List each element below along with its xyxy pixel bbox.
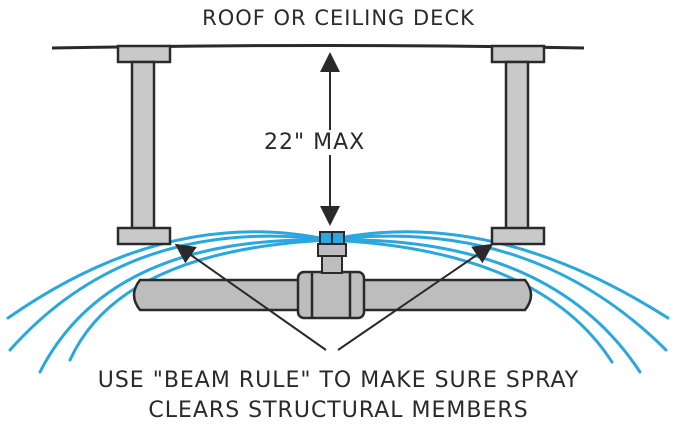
right-beam (490, 44, 546, 246)
deck-label: ROOF OR CEILING DECK (202, 6, 475, 30)
left-beam (116, 44, 172, 246)
sprinkler-head (317, 231, 347, 274)
caption-line-2: CLEARS STRUCTURAL MEMBERS (148, 398, 529, 423)
caption-line-1: USE "BEAM RULE" TO MAKE SURE SPRAY (97, 368, 580, 393)
beam-rule-arrows (174, 243, 494, 351)
sprinkler-pipe (132, 270, 533, 320)
dimension-label: 22" MAX (262, 130, 368, 155)
